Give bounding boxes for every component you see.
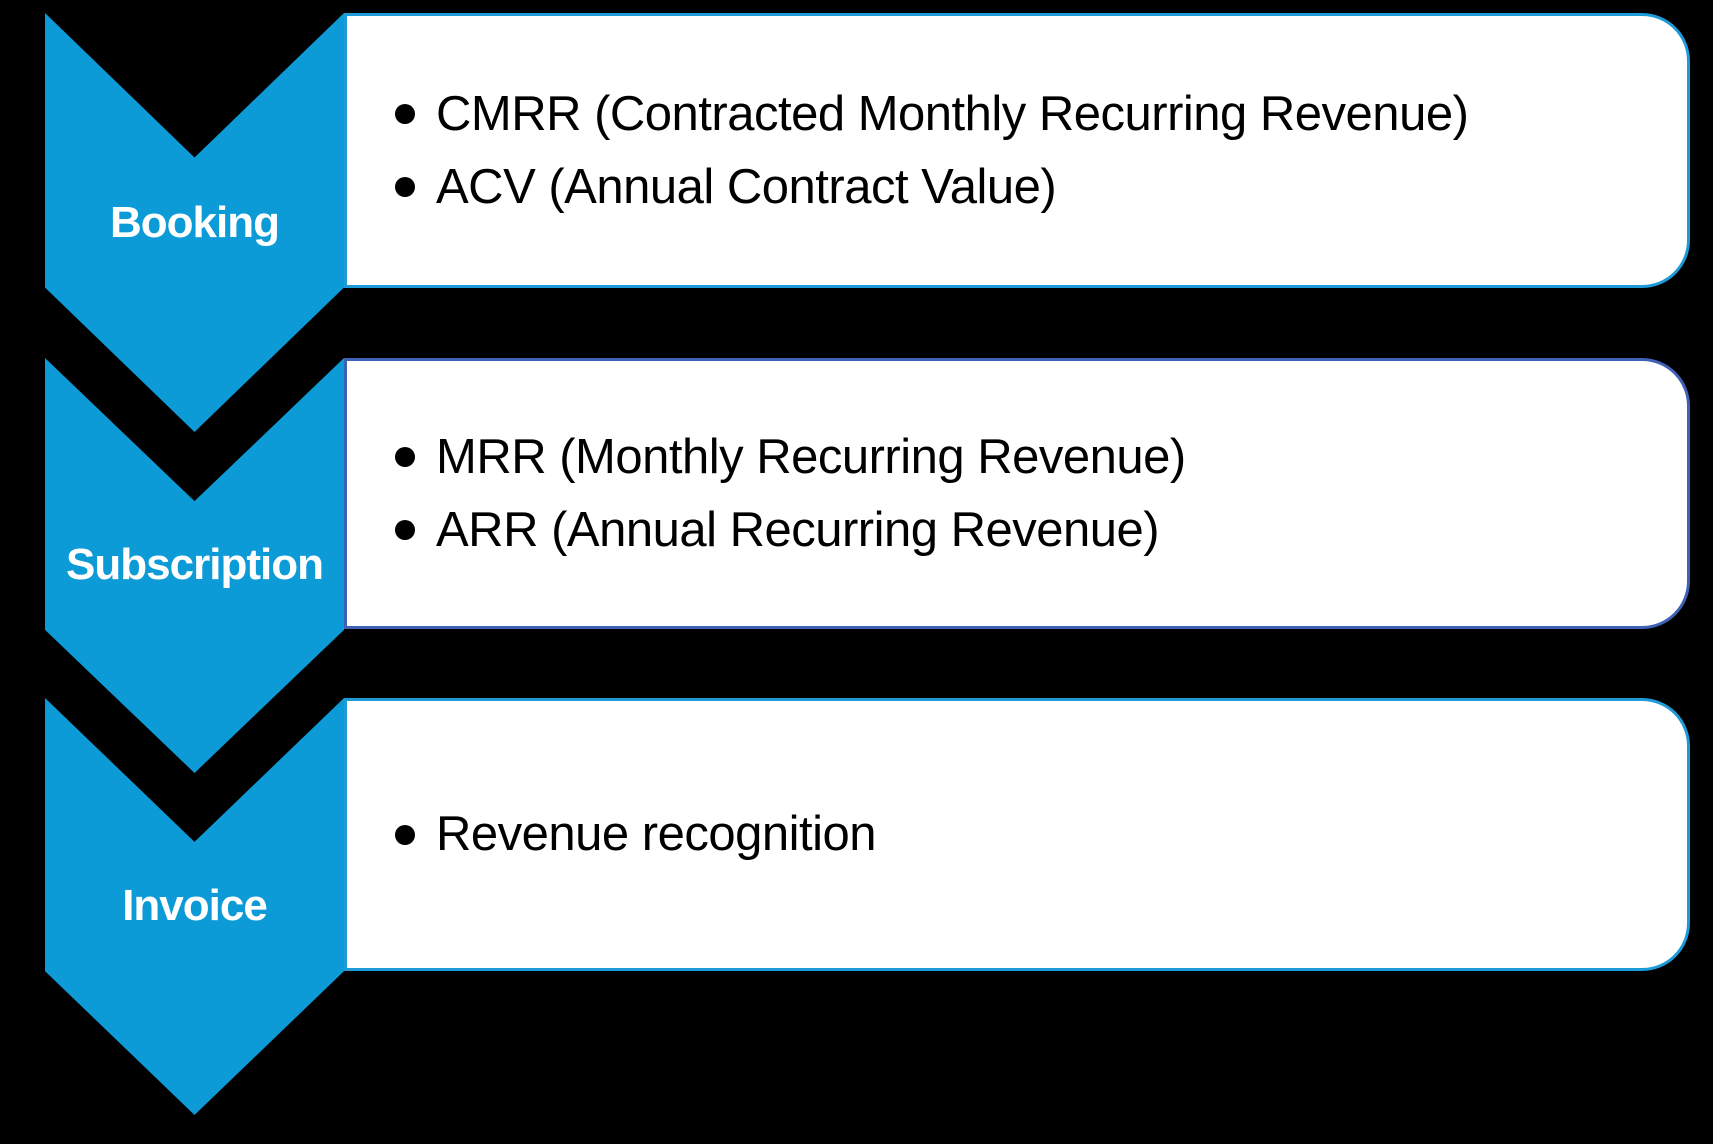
bullet-item: ACV (Annual Contract Value)	[395, 151, 1657, 224]
bullet-dot	[395, 447, 415, 467]
stage-label-subscription: Subscription	[66, 540, 324, 589]
bullet-dot	[395, 520, 415, 540]
booking-details-box: CMRR (Contracted Monthly Recurring Reven…	[344, 13, 1690, 288]
bullet-dot	[395, 177, 415, 197]
bullet-item: MRR (Monthly Recurring Revenue)	[395, 421, 1657, 494]
bullet-item: Revenue recognition	[395, 798, 1657, 871]
bullet-item: CMRR (Contracted Monthly Recurring Reven…	[395, 78, 1657, 151]
invoice-details-box: Revenue recognition	[344, 698, 1690, 971]
bullet-dot	[395, 104, 415, 124]
stage-label-invoice: Invoice	[122, 881, 268, 930]
bullet-text: CMRR (Contracted Monthly Recurring Reven…	[436, 86, 1469, 141]
bullet-text: ACV (Annual Contract Value)	[436, 159, 1057, 214]
stage-label-booking: Booking	[110, 198, 280, 247]
bullet-text: MRR (Monthly Recurring Revenue)	[436, 429, 1186, 484]
bullet-text: ARR (Annual Recurring Revenue)	[436, 502, 1160, 557]
bullet-text: Revenue recognition	[436, 807, 876, 861]
bullet-item: ARR (Annual Recurring Revenue)	[395, 494, 1657, 567]
bullet-dot	[395, 824, 415, 845]
subscription-details-box: MRR (Monthly Recurring Revenue) ARR (Ann…	[344, 358, 1690, 629]
